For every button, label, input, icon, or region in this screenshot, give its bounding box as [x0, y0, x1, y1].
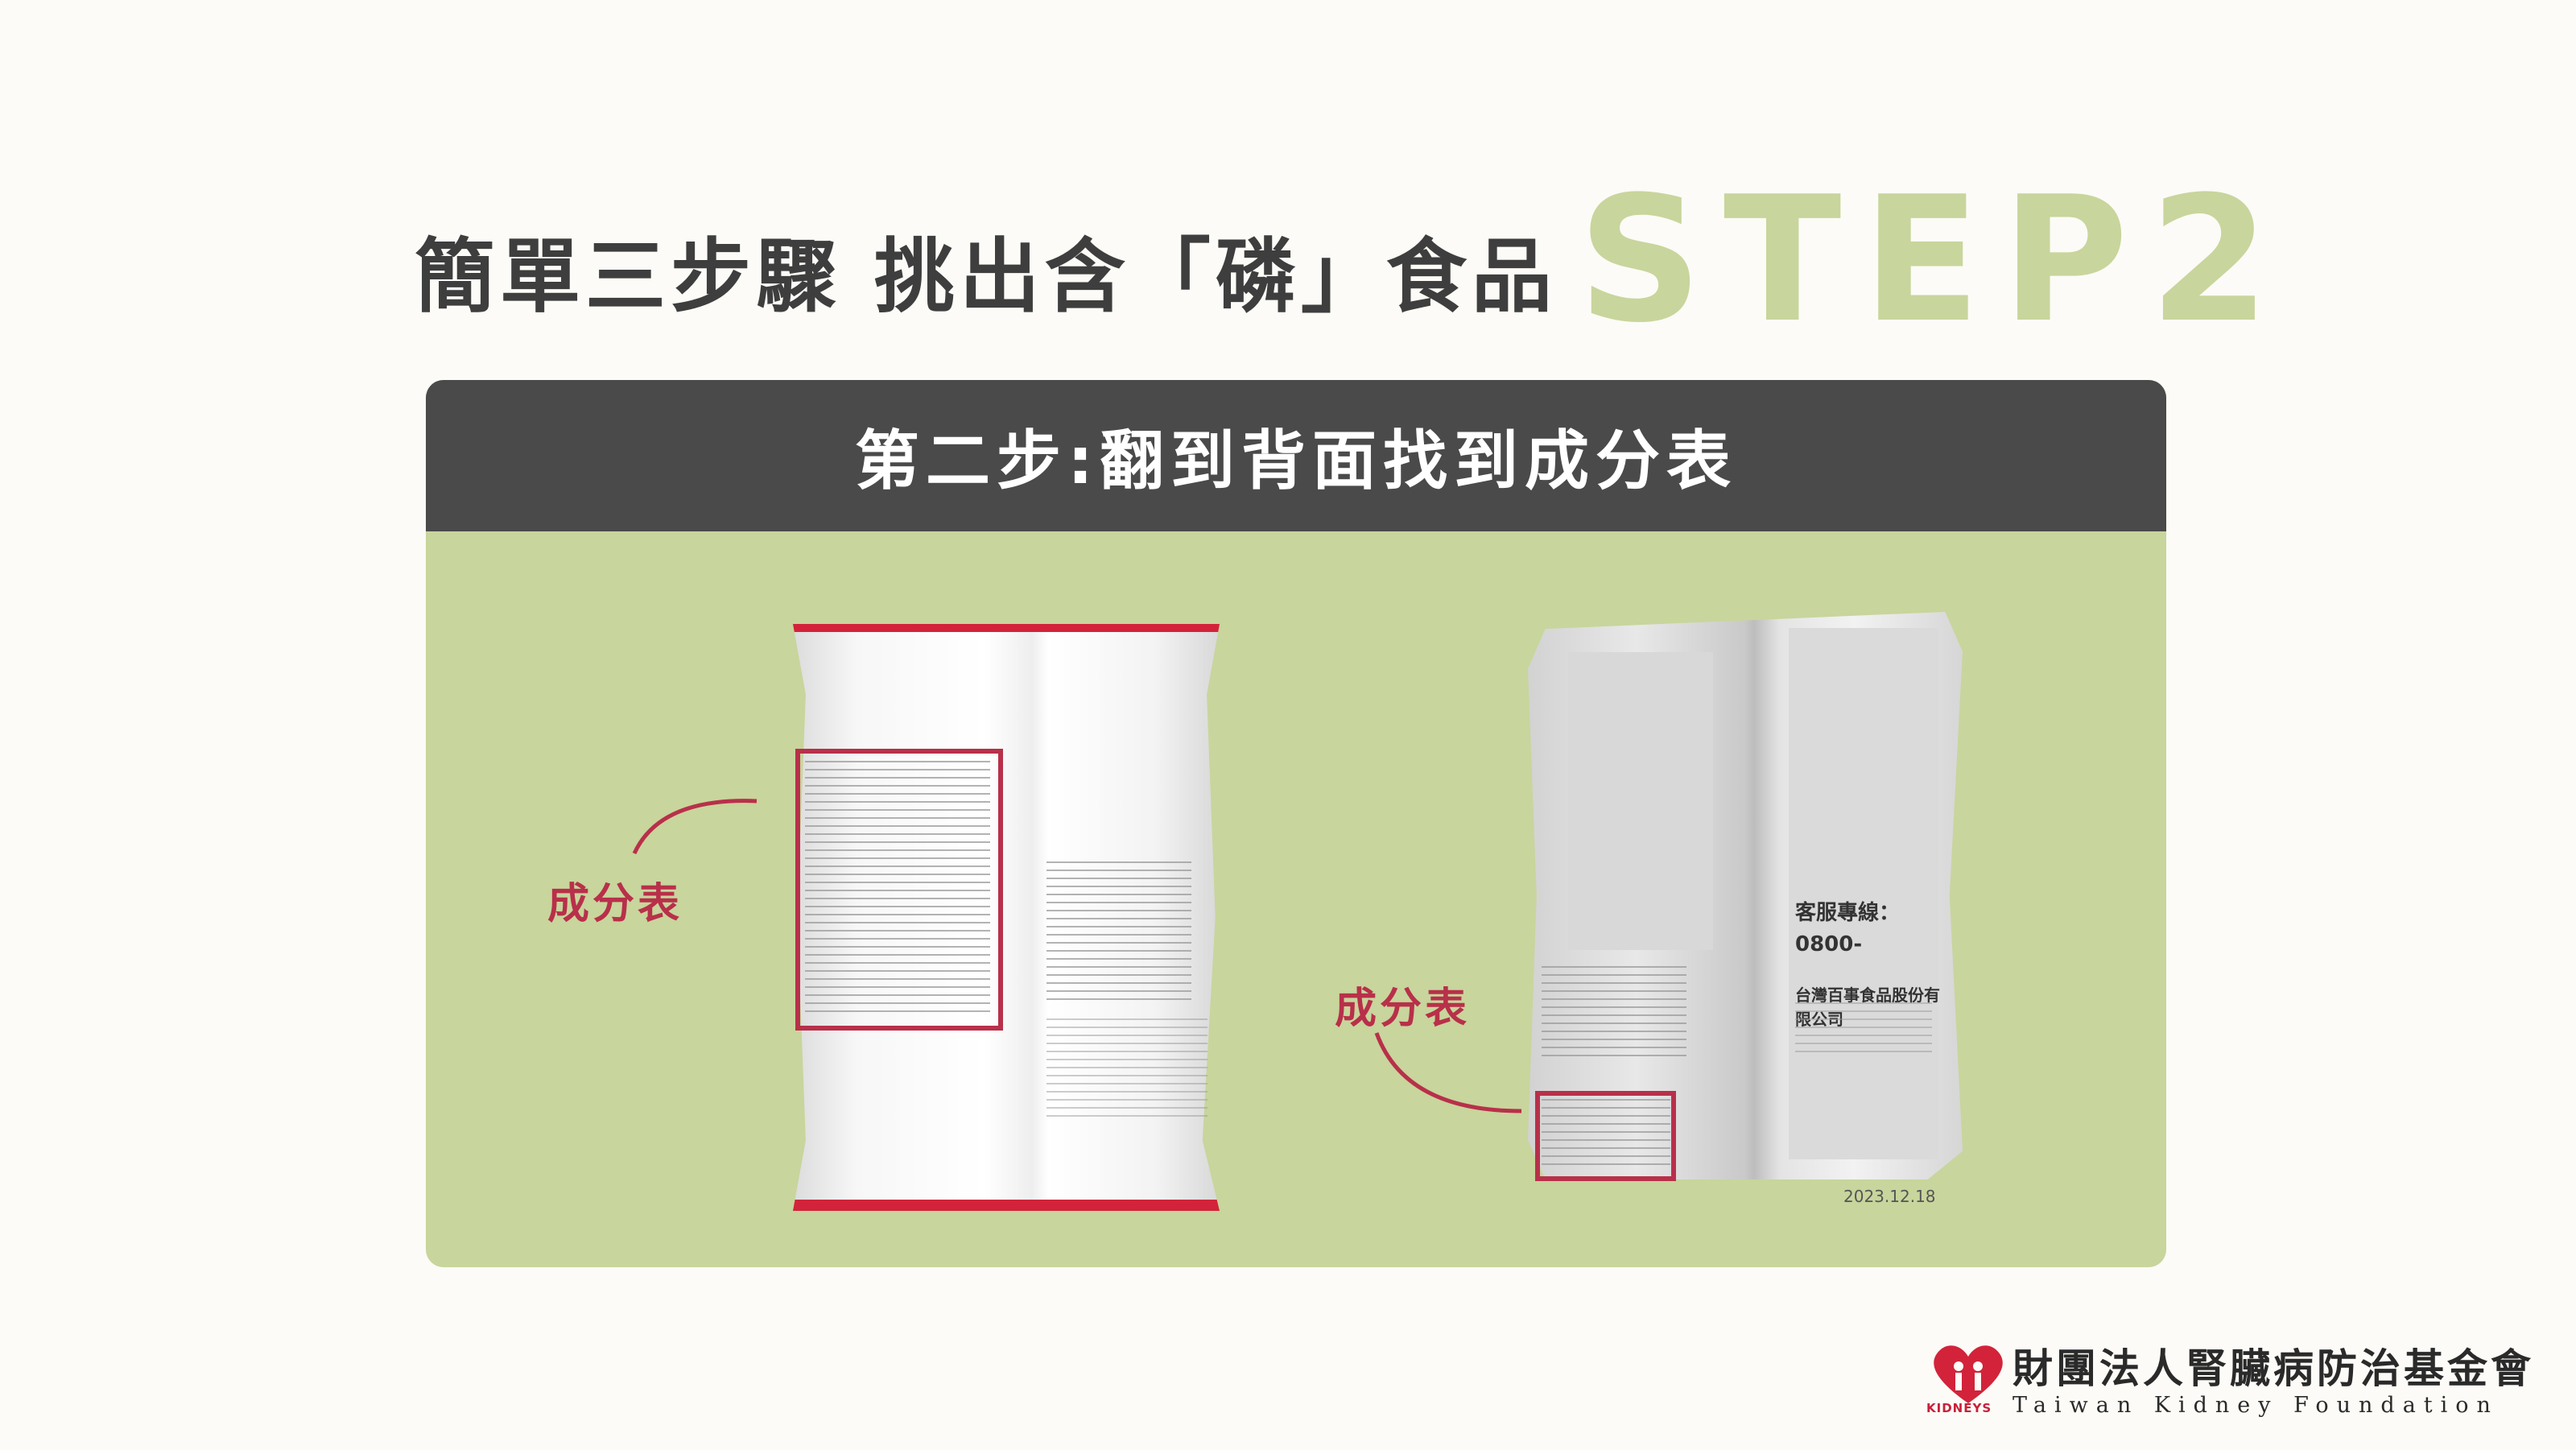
nutrition-table-right [1542, 966, 1686, 1063]
callout-arrow-right [1374, 1032, 1522, 1113]
logo-kidneys-text: KIDNEYS [1926, 1401, 1992, 1415]
panel-header-text: 第二步:翻到背面找到成分表 [855, 423, 1737, 498]
nutrition-table-left [1046, 861, 1191, 1002]
callout-label-right: 成分表 [1335, 985, 1471, 1033]
callout-label-left: 成分表 [547, 880, 683, 928]
foundation-name-cn: 財團法人腎臟病防治基金會 [2013, 1345, 2534, 1392]
ingredient-highlight-right [1535, 1091, 1676, 1181]
page-title: 簡單三步驟 挑出含「磷」食品 [415, 229, 1557, 324]
bag-right-text: 客服專線：0800- 台灣百事食品股份有限公司 2023.12.18 [1795, 898, 1940, 1208]
heart-family-icon [1934, 1345, 2003, 1403]
callout-arrow-left [632, 799, 758, 855]
ingredient-text-right [1542, 1099, 1670, 1171]
ingredient-text-left [805, 761, 990, 1018]
step-label: STEP2 [1578, 159, 2291, 361]
address-text-right [1795, 1002, 1932, 1059]
panel-header: 第二步:翻到背面找到成分表 [426, 380, 2166, 531]
date-text: 2023.12.18 [1843, 1187, 1936, 1206]
manufacturer-text-left [1046, 1018, 1208, 1119]
foundation-name-en: Taiwan Kidney Foundation [2013, 1393, 2499, 1418]
hotline-text: 客服專線：0800- [1795, 901, 1901, 956]
bag-right-back-panel [1789, 628, 1938, 1159]
ingredient-highlight-left [795, 749, 1003, 1031]
bag-right-blur-panel [1568, 652, 1713, 950]
